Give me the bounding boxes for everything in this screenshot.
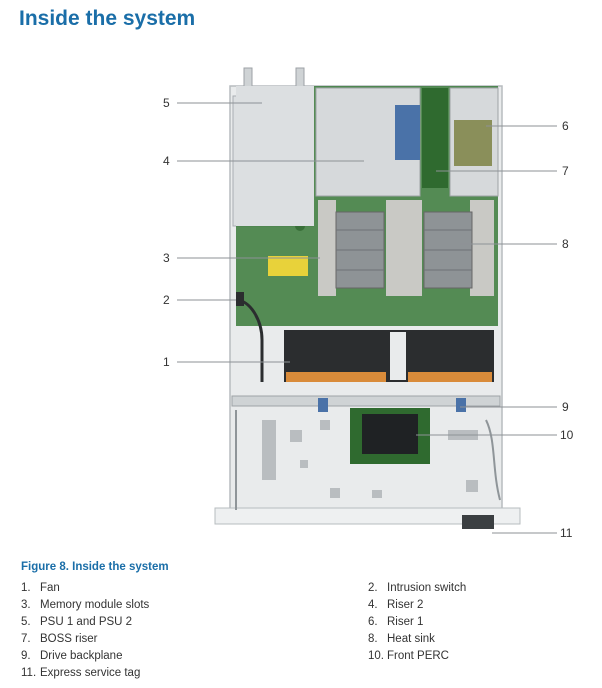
callout-5: 5: [163, 96, 170, 110]
legend-item: 4.Riser 2: [368, 599, 424, 611]
legend-item: 9.Drive backplane: [21, 650, 123, 662]
server-diagram: [177, 67, 557, 534]
callout-2: 2: [163, 293, 170, 307]
page-title: Inside the system: [19, 7, 196, 30]
legend-item: 1.Fan: [21, 582, 60, 594]
callout-9: 9: [562, 400, 569, 414]
callout-4: 4: [163, 154, 170, 168]
callout-8: 8: [562, 237, 569, 251]
memory-slots-left: [318, 200, 422, 296]
memory-slots-right: [470, 200, 494, 296]
drive-backplane: [231, 395, 501, 407]
legend-item: 6.Riser 1: [368, 616, 424, 628]
legend-item: 11.Express service tag: [21, 667, 141, 679]
callout-1: 1: [163, 355, 170, 369]
callout-6: 6: [562, 119, 569, 133]
boss-riser: [422, 88, 448, 188]
service-tag: [462, 515, 494, 529]
legend-item: 5.PSU 1 and PSU 2: [21, 616, 133, 628]
callout-3: 3: [163, 251, 170, 265]
front-bezel: [214, 507, 521, 525]
figure-caption: Figure 8. Inside the system: [21, 561, 169, 573]
callout-10: 10: [560, 428, 574, 442]
callout-7: 7: [562, 164, 569, 178]
legend-item: 3.Memory module slots: [21, 599, 150, 611]
legend-item: 8.Heat sink: [368, 633, 435, 645]
legend-item: 2.Intrusion switch: [368, 582, 467, 594]
legend-item: 10.Front PERC: [368, 650, 449, 662]
callout-11: 11: [560, 526, 573, 540]
legend-item: 7.BOSS riser: [21, 633, 98, 645]
